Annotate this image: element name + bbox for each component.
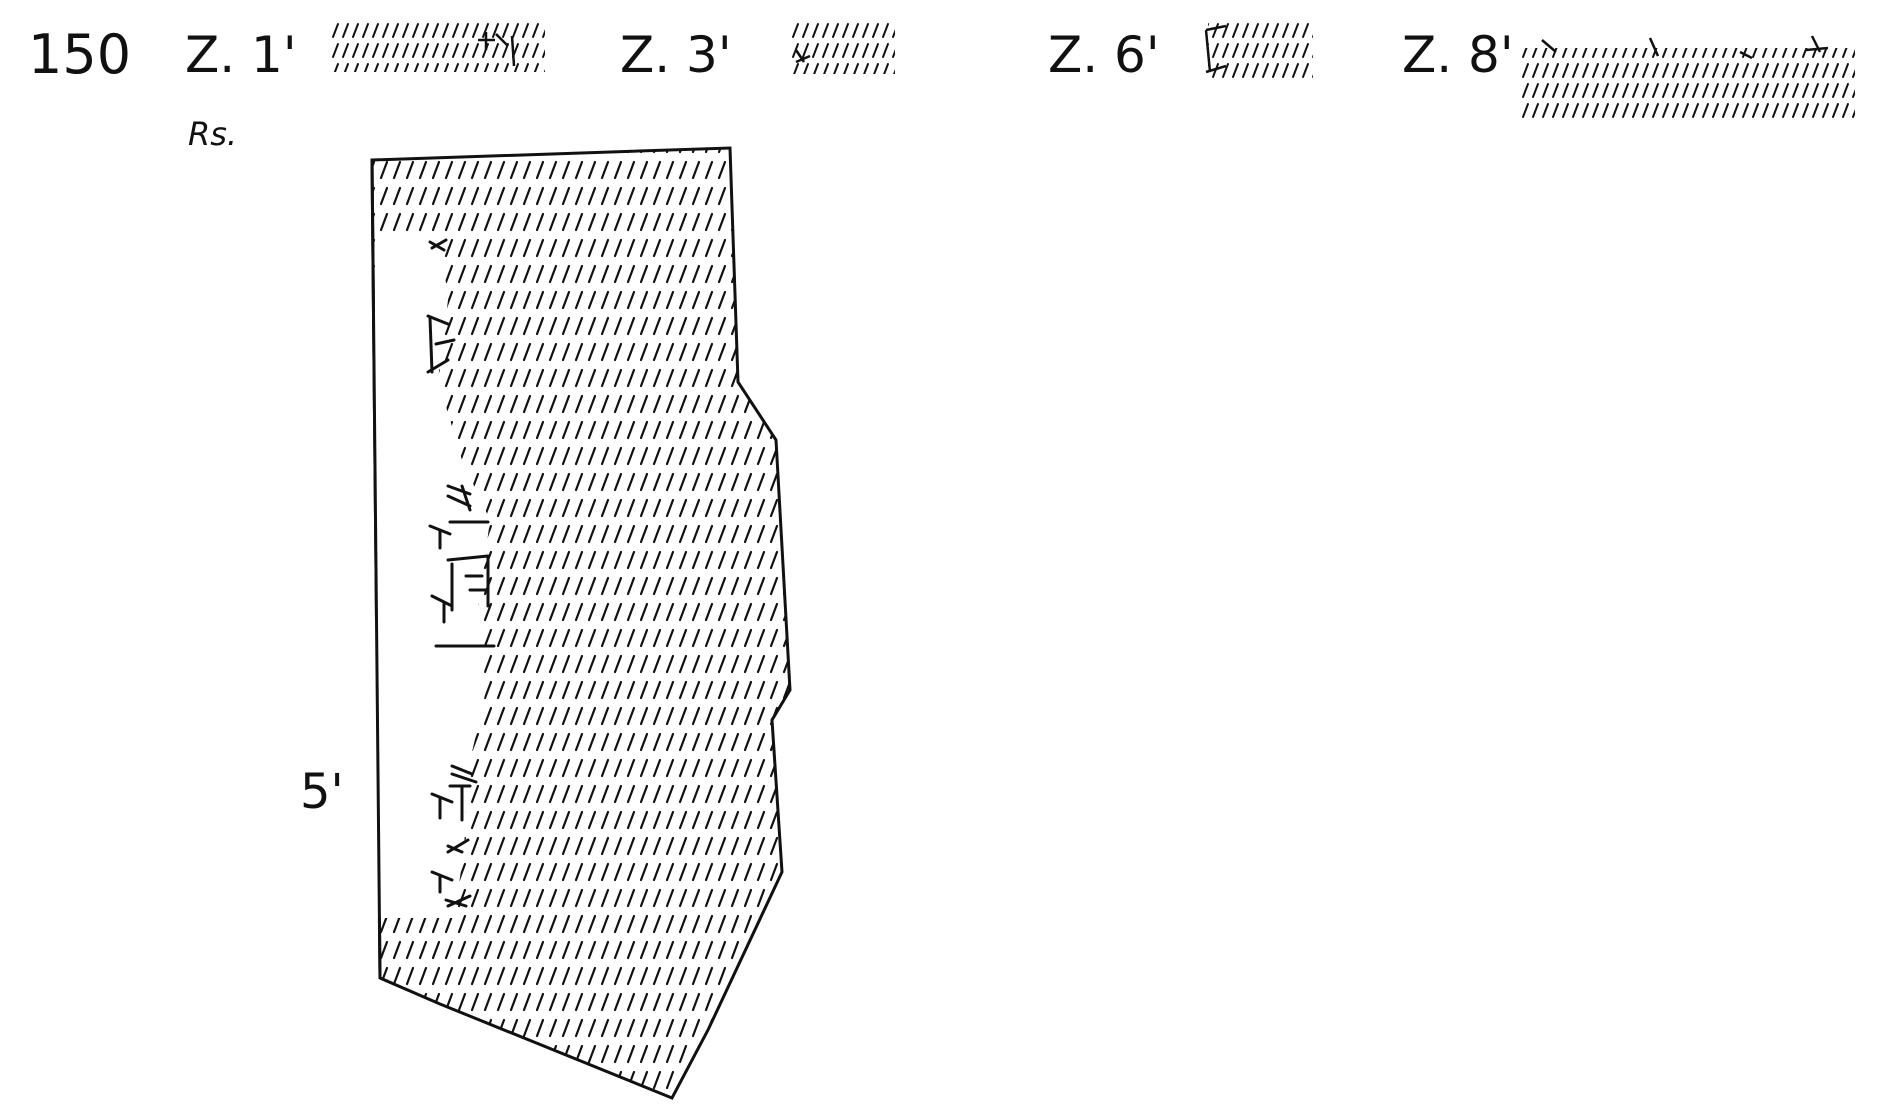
line-sample-z1-damage [330,18,545,72]
line-ref-z6: Z. 6' [1048,26,1160,84]
fragment-number: 150 [28,23,132,86]
line-sample-z3-damage [790,20,895,74]
cuneiform-signs [426,238,496,908]
line-sample-z6-damage [1204,22,1313,80]
line-ref-z8: Z. 8' [1402,26,1514,84]
line-ref-z1: Z. 1' [185,26,297,84]
line-number-5: 5' [300,764,344,820]
line-sample-z8-damage [1520,35,1855,118]
line-ref-z3: Z. 3' [620,26,732,84]
side-label: Rs. [188,115,238,153]
tablet-fragment [370,146,792,1100]
